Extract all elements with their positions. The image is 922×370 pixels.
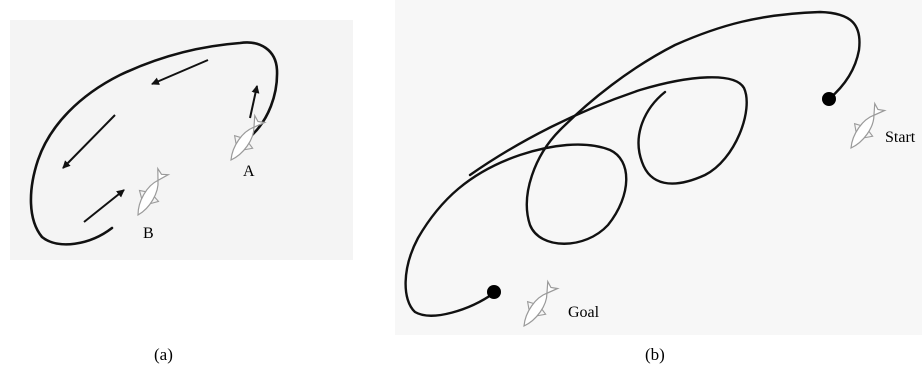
panel-b-trajectory-path [406, 12, 860, 316]
goal-label: Goal [568, 305, 599, 321]
panel-a-caption: (a) [154, 346, 173, 364]
panel-a-diagram [31, 42, 277, 244]
arrow-up-right-icon [250, 86, 257, 118]
arrow-down-left-icon [63, 115, 115, 168]
arrow-lower-up-right-icon [84, 190, 124, 222]
fish-goal-icon [515, 279, 562, 333]
panel-b-caption: (b) [645, 346, 665, 364]
fish-a-label: A [243, 164, 255, 180]
panel-b-diagram [406, 12, 889, 332]
fish-b-label: B [143, 226, 154, 242]
start-point-marker [822, 92, 836, 106]
fish-b-icon [128, 166, 172, 220]
fish-a-icon [222, 113, 269, 167]
start-label: Start [885, 130, 915, 146]
panel-b-second-loop-path [470, 77, 747, 183]
goal-point-marker [487, 285, 501, 299]
arrow-top-left-icon [152, 60, 208, 84]
fish-start-icon [842, 101, 889, 155]
